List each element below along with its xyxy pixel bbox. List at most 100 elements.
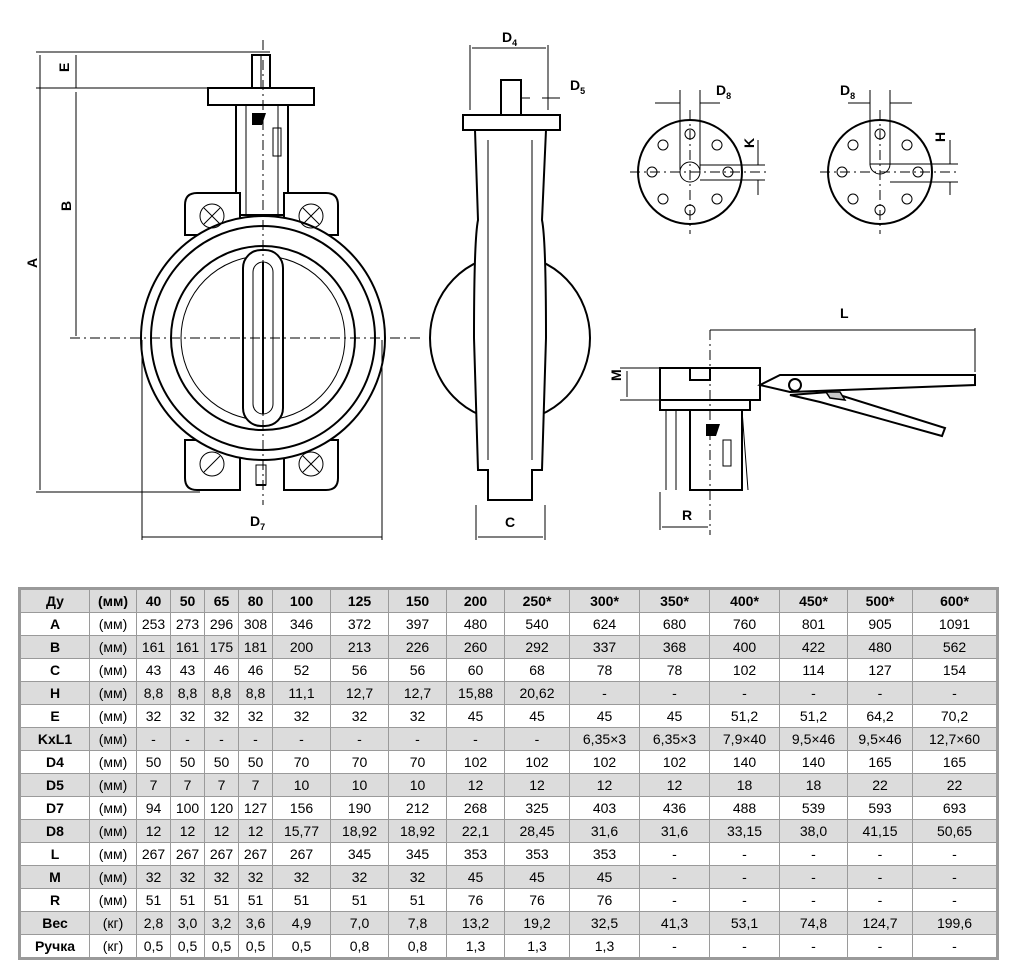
value-cell: 127 xyxy=(238,796,273,820)
value-cell: 0,5 xyxy=(136,934,171,959)
value-cell: 181 xyxy=(238,635,273,659)
value-cell: 267 xyxy=(272,842,331,866)
value-cell: 32 xyxy=(136,865,171,889)
value-cell: 50 xyxy=(204,750,239,774)
value-cell: 80 xyxy=(238,588,273,613)
value-cell: - xyxy=(639,865,710,889)
value-cell: 12 xyxy=(446,773,505,797)
value-cell: - xyxy=(170,727,205,751)
value-cell: 253 xyxy=(136,612,171,636)
value-cell: 32 xyxy=(388,865,447,889)
value-cell: 267 xyxy=(170,842,205,866)
unit-cell: (мм) xyxy=(89,612,137,636)
value-cell: 345 xyxy=(388,842,447,866)
value-cell: - xyxy=(912,681,998,705)
value-cell: 368 xyxy=(639,635,710,659)
value-cell: 32 xyxy=(272,704,331,728)
value-cell: 436 xyxy=(639,796,710,820)
dim-label-D7: D7 xyxy=(250,513,265,532)
dim-label-D8-second: D8 xyxy=(840,82,855,101)
value-cell: - xyxy=(136,727,171,751)
value-cell: 760 xyxy=(709,612,780,636)
value-cell: 140 xyxy=(779,750,848,774)
value-cell: 539 xyxy=(779,796,848,820)
flange-detail-key: D8 K xyxy=(630,82,770,234)
value-cell: 156 xyxy=(272,796,331,820)
value-cell: 7,8 xyxy=(388,911,447,935)
unit-cell: (мм) xyxy=(89,681,137,705)
value-cell: 250* xyxy=(504,588,570,613)
value-cell: 480 xyxy=(446,612,505,636)
row-label: C xyxy=(19,658,90,682)
unit-cell: (мм) xyxy=(89,588,137,613)
value-cell: 337 xyxy=(569,635,640,659)
value-cell: 22 xyxy=(912,773,998,797)
value-cell: 74,8 xyxy=(779,911,848,935)
value-cell: 397 xyxy=(388,612,447,636)
value-cell: 33,15 xyxy=(709,819,780,843)
value-cell: 267 xyxy=(238,842,273,866)
value-cell: 8,8 xyxy=(238,681,273,705)
value-cell: 300* xyxy=(569,588,640,613)
value-cell: 345 xyxy=(330,842,389,866)
value-cell: 12,7 xyxy=(330,681,389,705)
value-cell: 161 xyxy=(170,635,205,659)
value-cell: 32 xyxy=(136,704,171,728)
value-cell: 600* xyxy=(912,588,998,613)
value-cell: 12,7×60 xyxy=(912,727,998,751)
value-cell: 212 xyxy=(388,796,447,820)
dim-label-D4: D4 xyxy=(502,29,517,48)
value-cell: 693 xyxy=(912,796,998,820)
value-cell: 680 xyxy=(639,612,710,636)
value-cell: 325 xyxy=(504,796,570,820)
row-label: B xyxy=(19,635,90,659)
bolt-hole xyxy=(199,451,225,477)
value-cell: 6,35×3 xyxy=(569,727,640,751)
dim-label-D8: D8 xyxy=(716,82,731,101)
value-cell: - xyxy=(639,842,710,866)
unit-cell: (мм) xyxy=(89,819,137,843)
value-cell: - xyxy=(639,934,710,959)
value-cell: 64,2 xyxy=(847,704,913,728)
value-cell: 56 xyxy=(388,658,447,682)
value-cell: 45 xyxy=(504,704,570,728)
value-cell: 22,1 xyxy=(446,819,505,843)
value-cell: - xyxy=(847,888,913,912)
value-cell: 10 xyxy=(388,773,447,797)
value-cell: 78 xyxy=(569,658,640,682)
value-cell: 52 xyxy=(272,658,331,682)
unit-cell: (мм) xyxy=(89,865,137,889)
value-cell: 51,2 xyxy=(779,704,848,728)
value-cell: 41,3 xyxy=(639,911,710,935)
value-cell: 94 xyxy=(136,796,171,820)
value-cell: 7 xyxy=(170,773,205,797)
row-label: D8 xyxy=(19,819,90,843)
unit-cell: (мм) xyxy=(89,704,137,728)
value-cell: - xyxy=(847,934,913,959)
value-cell: 226 xyxy=(388,635,447,659)
value-cell: 3,6 xyxy=(238,911,273,935)
row-label: D7 xyxy=(19,796,90,820)
value-cell: 70 xyxy=(272,750,331,774)
row-label: D4 xyxy=(19,750,90,774)
value-cell: 7 xyxy=(238,773,273,797)
side-view: D4 D5 C xyxy=(429,29,591,540)
value-cell: 41,15 xyxy=(847,819,913,843)
value-cell: - xyxy=(779,888,848,912)
row-label: Ду xyxy=(19,588,90,613)
value-cell: - xyxy=(779,934,848,959)
value-cell: 51 xyxy=(136,888,171,912)
unit-cell: (мм) xyxy=(89,727,137,751)
value-cell: - xyxy=(912,842,998,866)
unit-cell: (кг) xyxy=(89,934,137,959)
value-cell: 70,2 xyxy=(912,704,998,728)
value-cell: 7,9×40 xyxy=(709,727,780,751)
value-cell: 51,2 xyxy=(709,704,780,728)
value-cell: 140 xyxy=(709,750,780,774)
dim-label-C: C xyxy=(505,514,515,530)
value-cell: - xyxy=(709,681,780,705)
value-cell: 7,0 xyxy=(330,911,389,935)
value-cell: 51 xyxy=(330,888,389,912)
